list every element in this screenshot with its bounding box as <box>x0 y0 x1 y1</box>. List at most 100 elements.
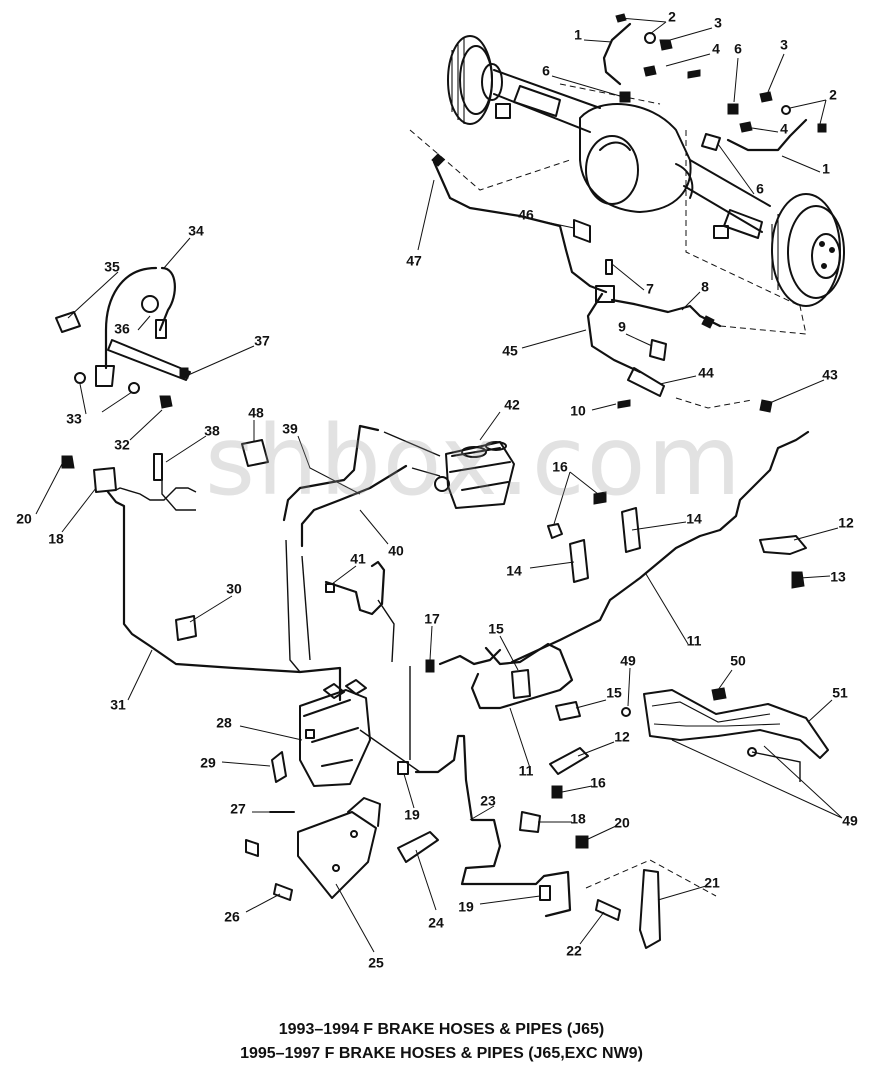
callout-7: 7 <box>646 281 654 297</box>
callout-16: 16 <box>590 775 606 791</box>
callout-20: 20 <box>16 511 32 527</box>
callout-29: 29 <box>200 755 216 771</box>
callout-9: 9 <box>618 319 626 335</box>
callout-43: 43 <box>822 367 838 383</box>
callout-51: 51 <box>832 685 848 701</box>
callout-4: 4 <box>712 41 720 57</box>
brake-hoses-pipes-diagram: 1234663241646477894544431034353637333248… <box>16 9 858 971</box>
rear-bracket-44 <box>627 367 665 397</box>
front-left-hose-assembly <box>55 266 191 409</box>
callout-2: 2 <box>668 9 676 25</box>
bracket-12-lower <box>549 747 589 775</box>
brake-pipes <box>106 424 810 918</box>
clip-48 <box>241 439 269 467</box>
rear-brake-pipe-47 <box>432 160 608 294</box>
bracket-12-upper <box>759 535 807 555</box>
callout-8: 8 <box>701 279 709 295</box>
callout-11: 11 <box>519 763 534 779</box>
callout-49: 49 <box>842 813 858 829</box>
callout-14: 14 <box>686 511 702 527</box>
callout-20: 20 <box>614 815 630 831</box>
callout-49: 49 <box>620 653 636 669</box>
rear-axle-assembly <box>409 13 845 307</box>
caption-line-2: 1995–1997 F BRAKE HOSES & PIPES (J65,EXC… <box>240 1045 643 1062</box>
callout-1: 1 <box>822 161 830 177</box>
brake-pipe-41 <box>324 560 386 616</box>
clip-15-lower <box>555 701 581 721</box>
callout-18: 18 <box>570 811 586 827</box>
callout-34: 34 <box>188 223 204 239</box>
callout-6: 6 <box>756 181 764 197</box>
callout-48: 48 <box>248 405 264 421</box>
valve-mounting-bracket <box>297 797 381 899</box>
combination-valve <box>299 679 371 787</box>
brake-pipe-39 <box>282 424 380 522</box>
callout-16: 16 <box>552 459 568 475</box>
callout-37: 37 <box>254 333 270 349</box>
axle-brake-hose-right <box>726 118 808 152</box>
axle-brake-hose-left <box>602 22 632 86</box>
caption-line-1: 1993–1994 F BRAKE HOSES & PIPES (J65) <box>278 1021 605 1038</box>
callout-26: 26 <box>224 909 240 925</box>
callout-12: 12 <box>838 515 854 531</box>
rear-brake-pipe-8 <box>610 298 722 328</box>
callout-12: 12 <box>614 729 630 745</box>
front-left-hose-34 <box>104 266 158 370</box>
callout-33: 33 <box>66 411 82 427</box>
rear-axle-differential <box>579 103 694 213</box>
callout-15: 15 <box>606 685 622 701</box>
brake-pipe-11 <box>510 430 810 664</box>
callout-31: 31 <box>110 697 126 713</box>
callout-1: 1 <box>574 27 582 43</box>
callout-21: 21 <box>704 875 720 891</box>
callout-32: 32 <box>114 437 130 453</box>
callout-35: 35 <box>104 259 120 275</box>
callout-28: 28 <box>216 715 232 731</box>
callout-15: 15 <box>488 621 504 637</box>
callout-42: 42 <box>504 397 520 413</box>
callout-44: 44 <box>698 365 714 381</box>
callout-50: 50 <box>730 653 746 669</box>
callout-6: 6 <box>734 41 742 57</box>
callout-36: 36 <box>114 321 130 337</box>
master-cylinder <box>434 441 515 509</box>
callout-39: 39 <box>282 421 298 437</box>
callout-25: 25 <box>368 955 384 971</box>
callout-22: 22 <box>566 943 582 959</box>
diagram-caption: 1993–1994 F BRAKE HOSES & PIPES (J65) 19… <box>0 1018 883 1066</box>
bracket-21 <box>639 869 661 949</box>
callout-11: 11 <box>687 633 702 649</box>
callout-13: 13 <box>830 569 846 585</box>
callout-38: 38 <box>204 423 220 439</box>
callout-3: 3 <box>714 15 722 31</box>
brake-pipe-23 <box>414 734 572 918</box>
callout-2: 2 <box>829 87 837 103</box>
callout-45: 45 <box>502 343 518 359</box>
callout-30: 30 <box>226 581 242 597</box>
bracket-51 <box>643 689 829 759</box>
callout-18: 18 <box>48 531 64 547</box>
callout-40: 40 <box>388 543 404 559</box>
clip-18 <box>93 467 117 493</box>
callout-14: 14 <box>506 563 522 579</box>
callout-41: 41 <box>350 551 366 567</box>
callout-47: 47 <box>406 253 422 269</box>
callout-4: 4 <box>780 121 788 137</box>
rear-axle-left-drum <box>447 35 503 125</box>
callout-27: 27 <box>230 801 246 817</box>
leader-lines <box>35 17 843 953</box>
callout-24: 24 <box>428 915 444 931</box>
brake-pipe-31 <box>106 490 342 702</box>
callout-10: 10 <box>570 403 586 419</box>
callout-17: 17 <box>424 611 440 627</box>
bracket-24 <box>397 831 439 863</box>
clip-15-upper <box>511 669 531 699</box>
rear-brake-hose-45 <box>586 292 642 374</box>
callout-3: 3 <box>780 37 788 53</box>
callout-6: 6 <box>542 63 550 79</box>
rear-junction-block <box>595 285 615 303</box>
brake-pipe-40 <box>300 464 408 548</box>
rear-brake-pipe-assembly <box>431 153 807 413</box>
callout-19: 19 <box>458 899 474 915</box>
